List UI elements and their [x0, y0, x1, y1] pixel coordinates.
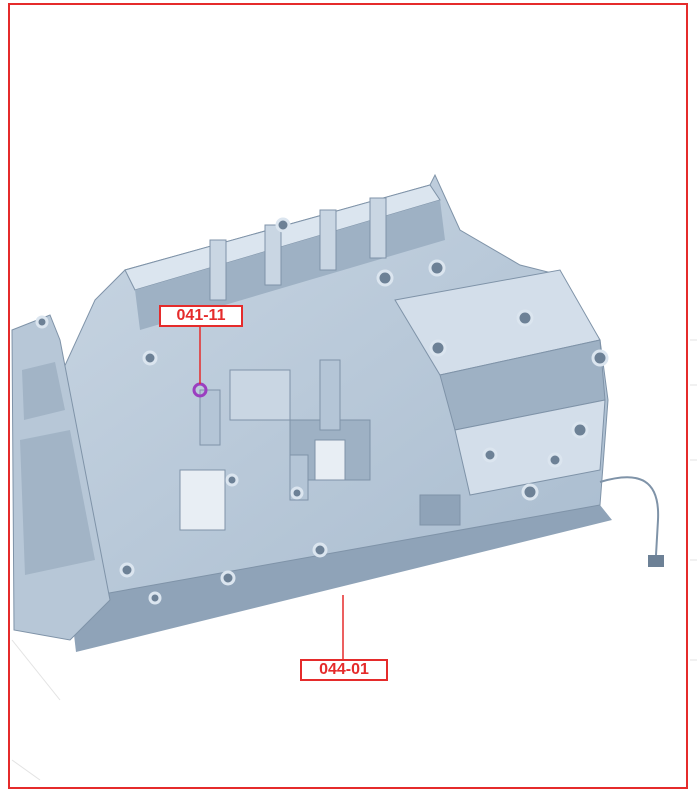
leader-lines — [199, 323, 344, 659]
rear-wall — [124, 184, 445, 330]
figure-frame — [8, 3, 688, 789]
callout-041-11: 041-11 — [159, 305, 243, 327]
background-guides — [11, 339, 697, 781]
mounting-holes — [35, 217, 609, 605]
cable-connector — [599, 476, 664, 567]
center-components — [179, 359, 461, 531]
callout-044-01: 044-01 — [300, 659, 388, 681]
